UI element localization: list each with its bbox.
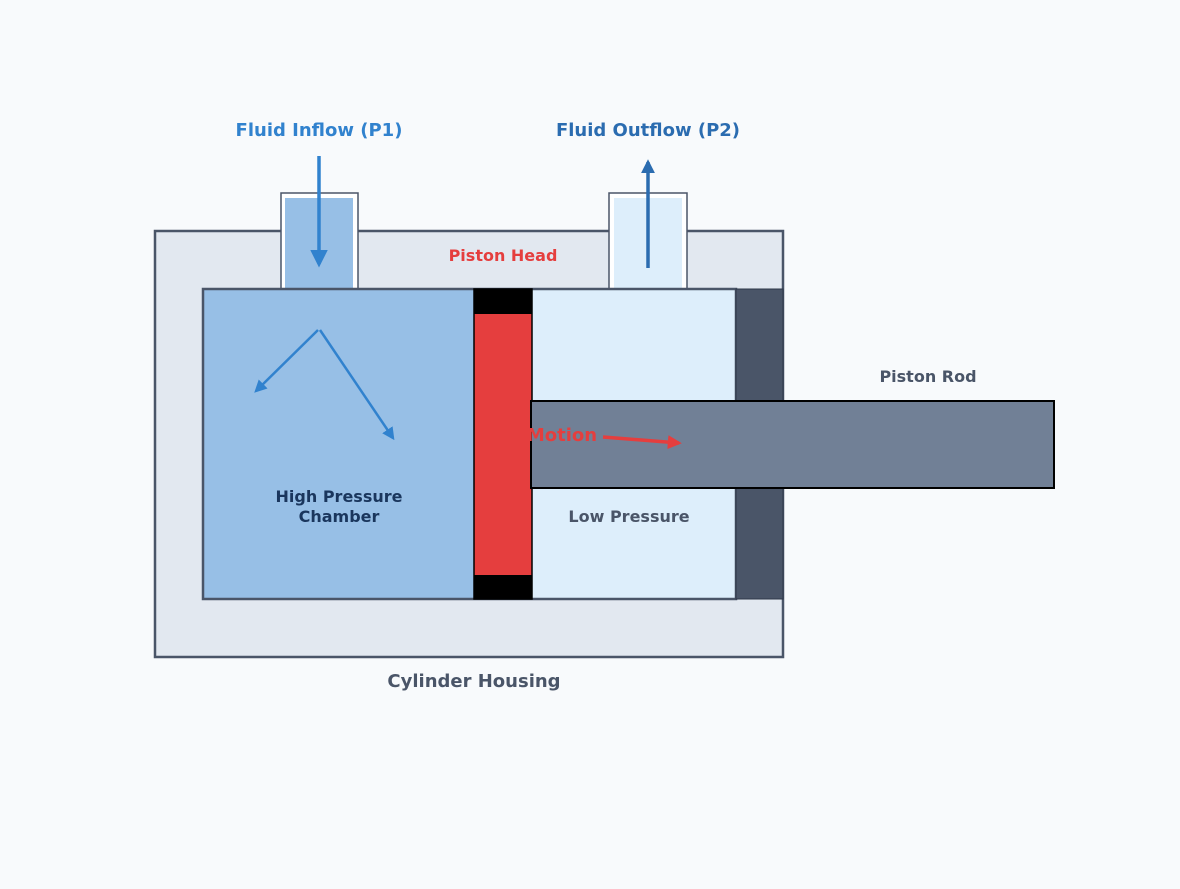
motion-label: Motion	[527, 425, 597, 446]
inflow-label: Fluid Inflow (P1)	[236, 120, 403, 141]
piston-seal-bottom	[474, 575, 532, 599]
high-pressure-label-line1: High Pressure	[276, 487, 403, 506]
piston-head	[473, 288, 533, 600]
motion-arrow-icon	[602, 435, 682, 450]
piston-rod	[530, 400, 1055, 489]
cylinder-housing-label: Cylinder Housing	[387, 671, 560, 692]
flow-spread-left-arrow-icon	[254, 329, 319, 393]
piston-seal-top	[474, 289, 532, 314]
high-pressure-chamber	[203, 289, 475, 599]
flow-spread-right-arrow-icon	[318, 329, 395, 441]
piston-head-label: Piston Head	[449, 246, 558, 265]
outflow-label: Fluid Outflow (P2)	[556, 120, 740, 141]
low-pressure-label: Low Pressure	[568, 507, 689, 526]
piston-rod-label: Piston Rod	[879, 367, 976, 386]
high-pressure-label-line2: Chamber	[299, 507, 380, 526]
